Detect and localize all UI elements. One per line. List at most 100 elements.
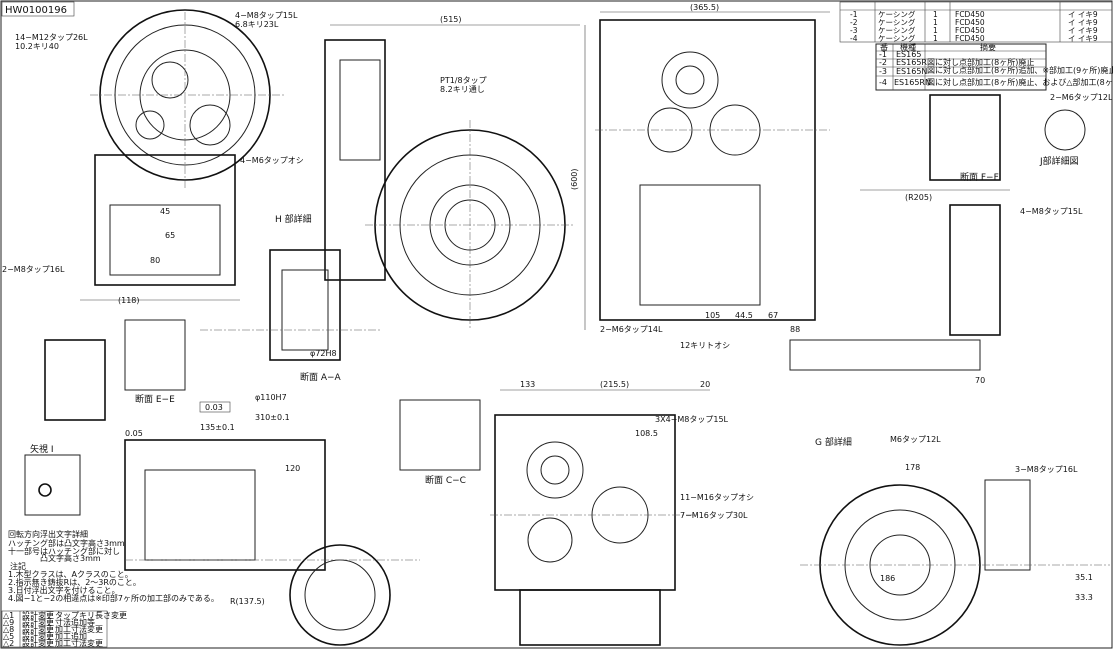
variant-row-3-no: -3: [879, 67, 887, 76]
note-2: 2.指示無き鋳抜Rは、2〜3Rのこと。: [8, 577, 141, 587]
dim-515: (515): [440, 15, 462, 24]
dim-72h8: φ72H8: [310, 349, 337, 358]
notes-line3: 凸文字高さ3mm: [40, 553, 101, 563]
callout-m6-12l: 2−M6タップ12L: [1050, 93, 1113, 102]
part-row-3-mark: イ イキ9: [1068, 26, 1098, 35]
dim-110h7: φ110H7: [255, 393, 287, 402]
dim-70: 70: [975, 376, 985, 385]
part-row-4-name: ケーシング: [878, 33, 916, 43]
part-row-2-name: ケーシング: [878, 17, 916, 27]
note-3: 3.日付浮出文字を付けること。: [8, 585, 120, 595]
rev-5-text: 設計変更: [22, 638, 54, 648]
notes-line1: ハッチング部は凸文字高さ3mm: [8, 538, 125, 548]
callout-12-drill: 12キリトオシ: [680, 341, 730, 350]
dim-118: (118): [118, 296, 140, 305]
part-row-1-qty: 1: [933, 10, 938, 19]
dim-133: 133: [520, 380, 535, 389]
variant-row-3-note: 図に対し点部加工(8ヶ所)追加、※部加工(9ヶ所)廃止: [927, 65, 1113, 75]
section-ff-label: 断面 F−F: [960, 171, 999, 183]
part-row-4-mark: イ イキ9: [1068, 34, 1098, 43]
callout-drill-23l: 6.8キリ23L: [235, 20, 279, 29]
part-row-4-qty: 1: [933, 34, 938, 43]
rev-1-text: 設計変更: [22, 610, 54, 620]
arrow-i-label: 矢視 I: [30, 443, 54, 455]
callout-3x4-m8: 3X4−M8タップ15L: [655, 415, 729, 424]
section-cc-label: 断面 C−C: [425, 474, 466, 486]
section-ff-view: [789, 94, 1086, 371]
part-row-3-name: ケーシング: [878, 25, 916, 35]
variant-row-1-no: -1: [879, 50, 887, 59]
part-row-2-mark: イ イキ9: [1068, 18, 1098, 27]
callout-m6-14l: 2−M6タップ14L: [600, 325, 663, 334]
part-row-2-qty: 1: [933, 18, 938, 27]
callout-m6: 4−M6タップオシ: [240, 156, 304, 165]
g-detail-label: G 部詳細: [815, 436, 852, 448]
variant-header-no: 番: [880, 42, 888, 52]
variant-row-4-note: 図に対し点部加工(8ヶ所)廃止、および△部加工(8ヶ所)追加: [927, 77, 1113, 87]
drawing-number: HW0100196: [5, 5, 67, 16]
variant-row-2-no: -2: [879, 58, 887, 67]
part-row-3-material: FCD450: [955, 26, 985, 35]
part-row-2-material: FCD450: [955, 18, 985, 27]
section-cc-view: [399, 399, 481, 471]
parts-table: [839, 1, 1113, 43]
rev-5-mark: △2: [3, 639, 14, 648]
callout-m8-15l-right: 4−M8タップ15L: [1020, 207, 1083, 216]
part-row-4-no: -4: [850, 34, 858, 43]
dim-88: 88: [790, 325, 800, 334]
callout-m8-15l: 4−M8タップ15L: [235, 11, 298, 20]
tol-003: 0.03: [205, 403, 223, 412]
front-view-top-right: [595, 11, 830, 321]
part-row-1-name: ケーシング: [878, 9, 916, 19]
variant-row-2-note: 図に対し点部加工(8ヶ所)廃止: [927, 57, 1034, 67]
bottom-center-view: [490, 389, 710, 646]
dim-20: 20: [700, 380, 710, 389]
section-ee-view: [24, 319, 186, 516]
rev-2-desc: 寸法追加等: [55, 617, 95, 627]
dim-67: 67: [768, 311, 778, 320]
bottom-left-section: [124, 439, 420, 646]
rev-4-text: 設計変更: [22, 631, 54, 641]
section-aa-label: 断面 A−A: [300, 371, 342, 383]
note-1: 1.木型クラスは、Aクラスのこと。: [8, 569, 133, 579]
rev-1-mark: △1: [3, 611, 14, 620]
rev-1-desc: タップキリ長さ変更: [55, 610, 127, 620]
revision-table: [1, 610, 108, 648]
callout-m16-30l: 7−M16タップ30L: [680, 511, 748, 520]
front-view-top-left: [80, 9, 285, 301]
dim-186: 186: [880, 574, 895, 583]
part-row-4-material: FCD450: [955, 34, 985, 43]
part-row-1-no: -1: [850, 10, 858, 19]
dim-45: 45: [160, 207, 170, 216]
part-row-1-mark: イ イキ9: [1068, 10, 1098, 19]
dim-r137: R(137.5): [230, 597, 265, 606]
rev-4-desc: 加工追加: [55, 631, 87, 641]
dim-600: (600): [570, 168, 579, 190]
dim-365: (365.5): [690, 3, 719, 12]
rev-2-mark: △9: [3, 618, 14, 627]
callout-m8-16l-g: 3−M8タップ16L: [1015, 465, 1078, 474]
rev-3-mark: △8: [3, 625, 14, 634]
tol-005: 0.05: [125, 429, 143, 438]
dim-178: 178: [905, 463, 920, 472]
rev-4-mark: △5: [3, 632, 14, 641]
variant-row-4-model: ES165RN: [894, 78, 931, 87]
dim-105: 105: [705, 311, 720, 320]
section-aa-view: [200, 249, 380, 361]
part-row-1-material: FCD450: [955, 10, 985, 19]
dim-215: (215.5): [600, 380, 629, 389]
dim-65: 65: [165, 231, 175, 240]
j-detail-label: J部詳細図: [1039, 155, 1079, 167]
dim-310: 310±0.1: [255, 413, 290, 422]
h-detail-label: H 部詳細: [275, 213, 312, 225]
dim-44: 44.5: [735, 311, 753, 320]
dim-35: 35.1: [1075, 573, 1093, 582]
notes-heading: 注記: [10, 561, 26, 571]
part-row-3-no: -3: [850, 26, 858, 35]
notes-title: 回転方向浮出文字詳細: [8, 529, 88, 539]
notes-line2: 十一部号はハッチング部に対し: [8, 546, 120, 556]
drawing-number-box: [1, 1, 75, 17]
rev-3-text: 設計変更: [22, 624, 54, 634]
